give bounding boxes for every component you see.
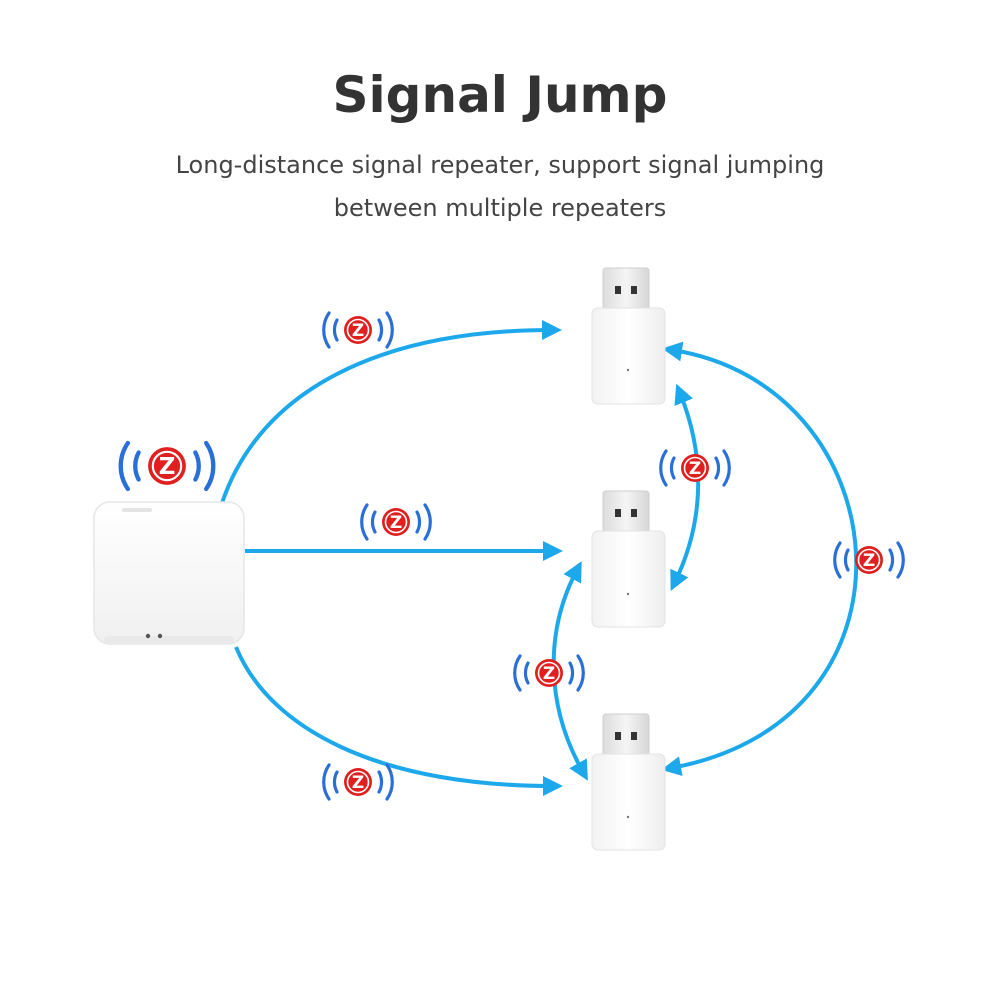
zigbee-signal-icon: Z [118,440,216,492]
zigbee-badge-letter: Z [159,454,176,480]
zigbee-signal-icon: Z [322,763,394,801]
zigbee-hub [93,501,245,645]
signal-arrows [220,320,859,796]
page-title: Signal Jump [332,66,668,124]
zigbee-badge-letter: Z [689,459,701,479]
zigbee-badge-letter: Z [352,321,364,341]
repeater-middle [591,490,666,628]
arrow-repeater-top-to-middle [670,383,701,592]
zigbee-badges: Z Z Z Z Z Z Z [118,311,905,801]
zigbee-badge-letter: Z [352,773,364,793]
arrow-hub-to-repeater-bottom [234,646,563,796]
zigbee-badge-letter: Z [543,664,555,684]
arrow-repeater-top-to-bottom [661,341,859,777]
zigbee-signal-icon: Z [833,541,905,579]
arrow-hub-to-repeater-top [220,320,562,504]
zigbee-signal-icon: Z [659,449,731,487]
zigbee-signal-icon: Z [322,311,394,349]
page-subtitle: Long-distance signal repeater, support s… [175,151,825,222]
zigbee-badge-letter: Z [390,513,402,533]
zigbee-signal-icon: Z [513,654,585,692]
repeater-bottom [591,713,666,851]
zigbee-badge-letter: Z [863,551,875,571]
zigbee-signal-icon: Z [360,503,432,541]
repeater-top [591,267,666,405]
